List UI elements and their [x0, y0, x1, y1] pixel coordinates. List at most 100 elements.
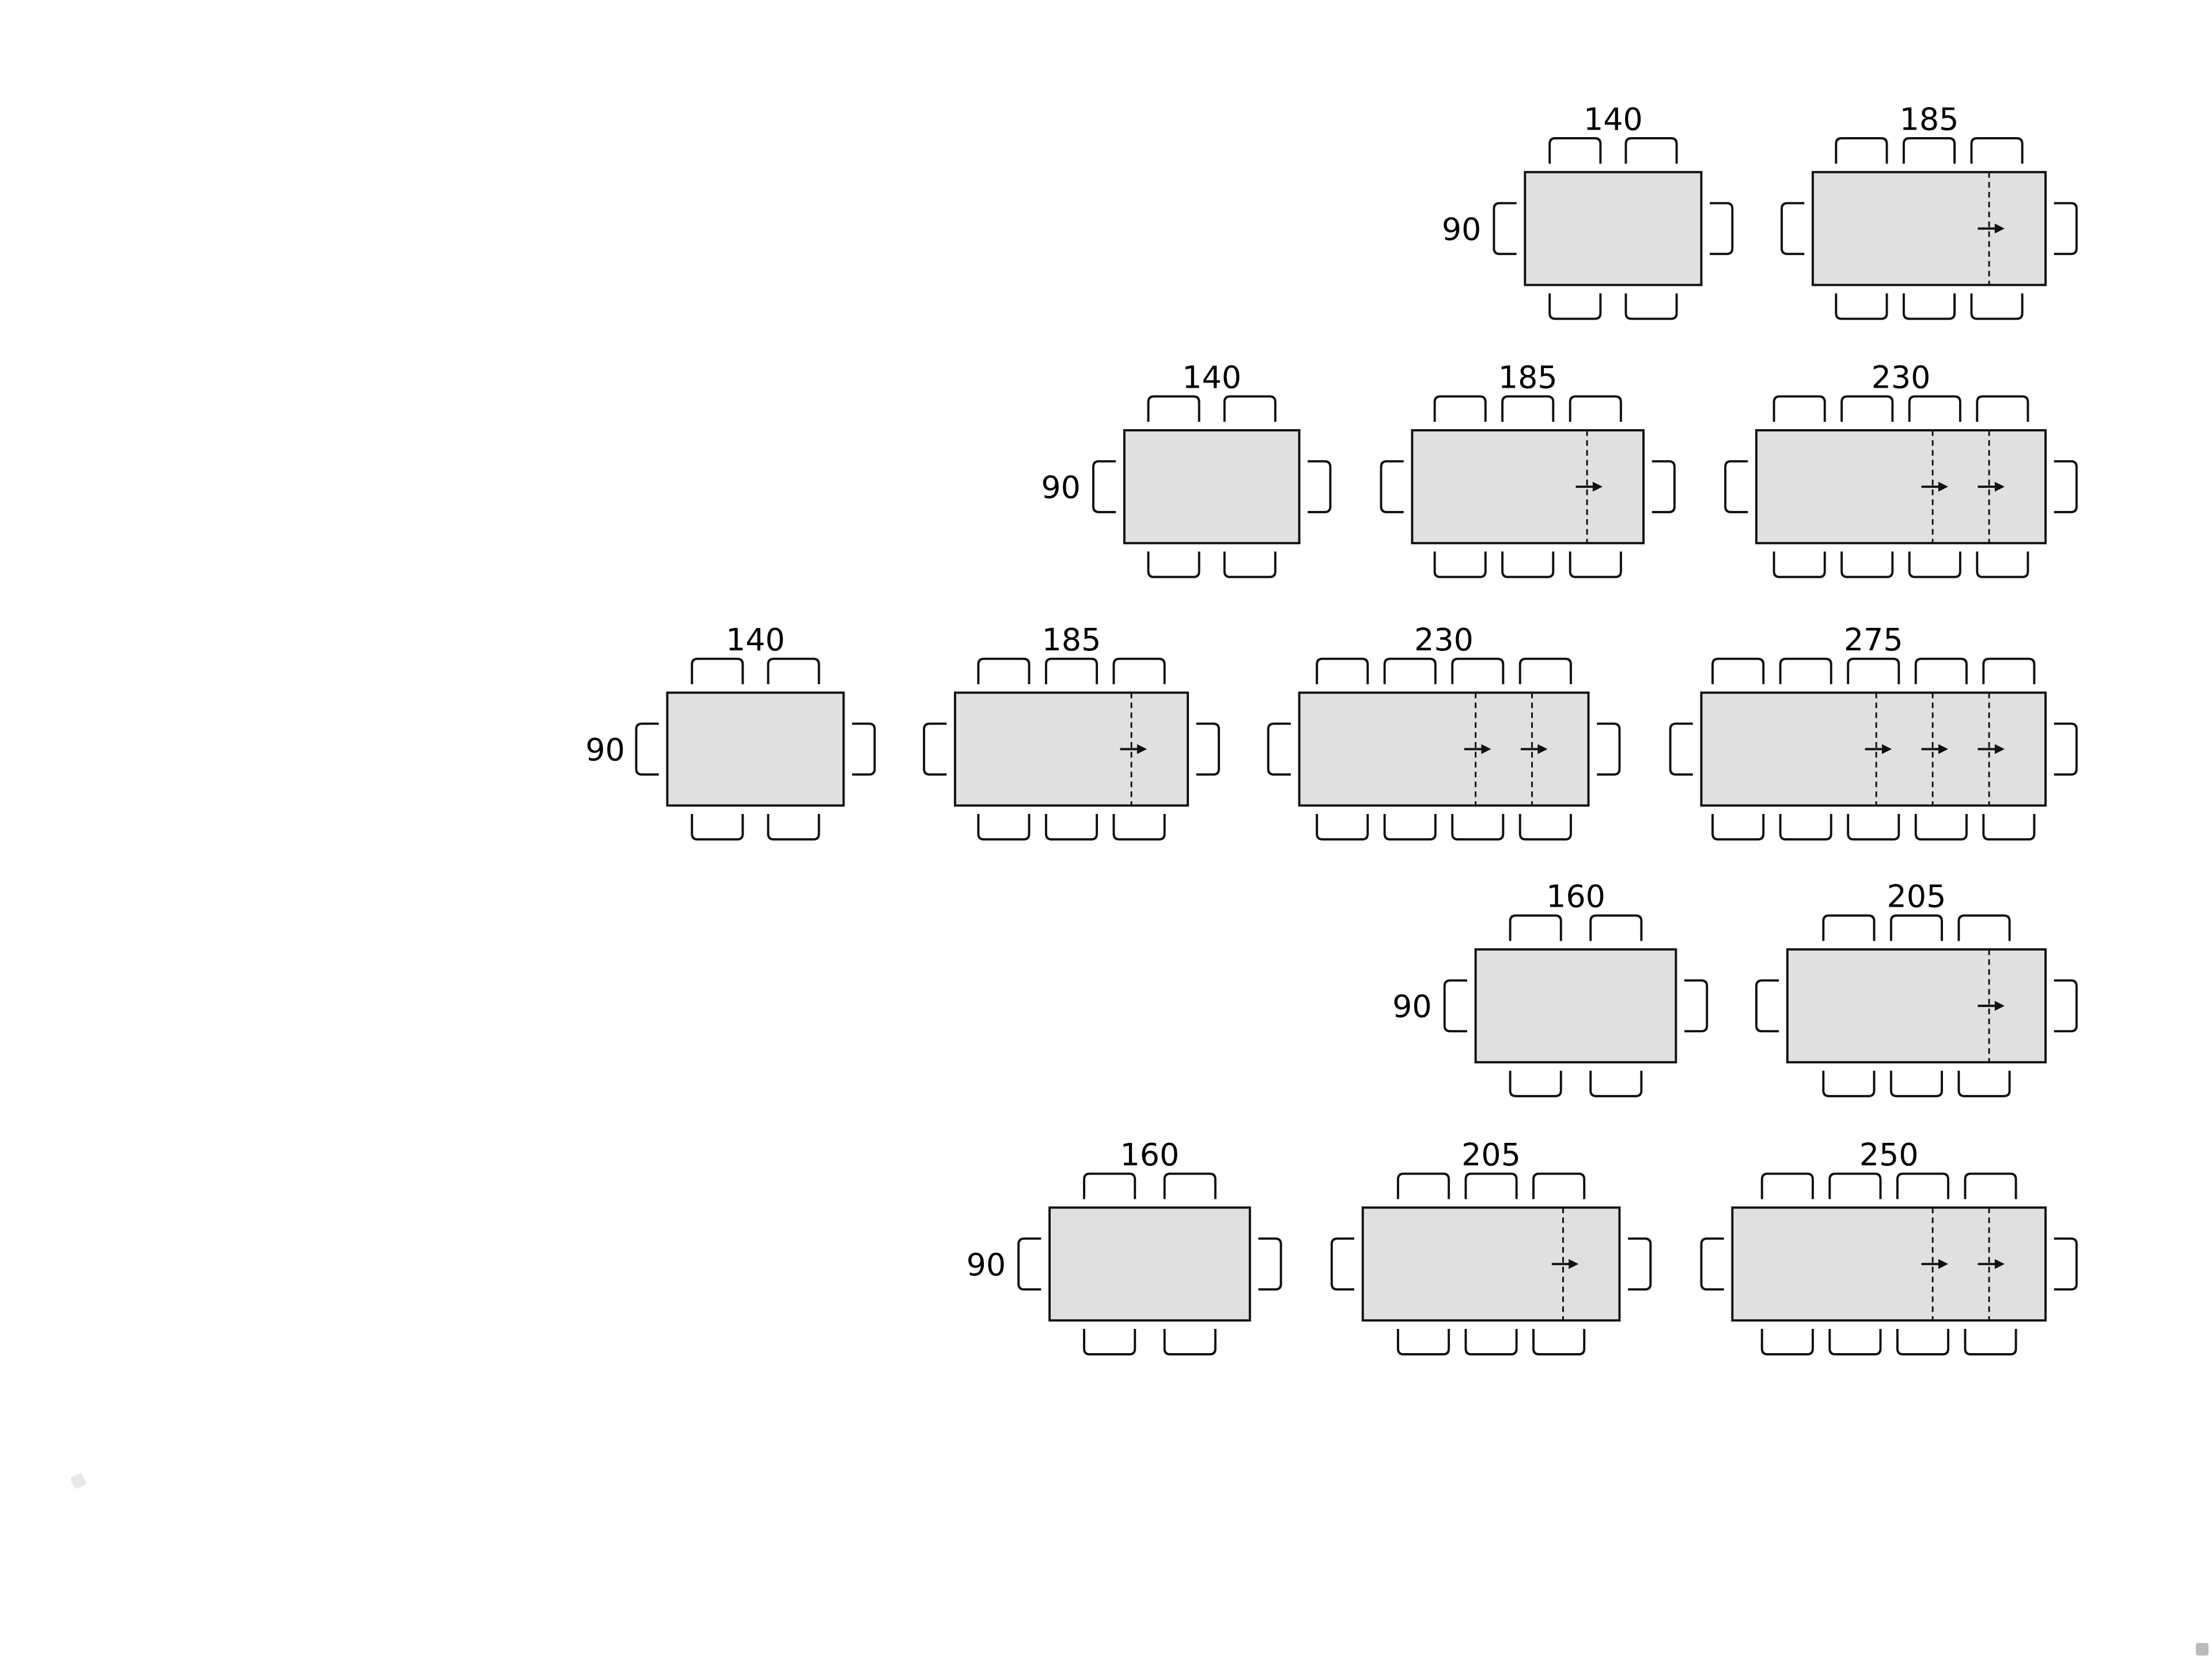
chair-icon — [1112, 657, 1166, 684]
chair-icon — [977, 814, 1031, 841]
chair-icon — [635, 722, 659, 776]
table-config: 275 — [1669, 622, 2078, 841]
table-top — [1123, 429, 1301, 544]
chair-icon — [1711, 814, 1765, 841]
table-config: 140 — [1493, 101, 1734, 320]
chair-icon — [1163, 1172, 1217, 1199]
chair-icon — [1569, 551, 1622, 578]
chair-icon — [1083, 1328, 1137, 1355]
chair-icon — [1308, 460, 1332, 513]
chair-icon — [1532, 1172, 1586, 1199]
table-config: 205 — [1755, 878, 2078, 1097]
chair-icon — [1828, 1328, 1882, 1355]
length-label: 140 — [726, 622, 785, 658]
chair-icon — [1970, 293, 2024, 320]
width-label: 90 — [1442, 211, 1482, 247]
table-config: 205 — [1330, 1137, 1652, 1355]
table-config: 160 — [1443, 878, 1709, 1097]
chair-icon — [1624, 293, 1678, 320]
table-row: 90 140 185 — [1442, 101, 2078, 320]
chair-icon — [1330, 1237, 1355, 1291]
arrow-head-icon — [1994, 744, 2005, 754]
chair-icon — [1092, 460, 1116, 513]
chair-icon — [1589, 914, 1643, 941]
chair-icon — [1518, 657, 1572, 684]
table-top — [1411, 429, 1645, 544]
chair-icon — [1451, 657, 1505, 684]
chair-icon — [1982, 814, 2036, 841]
chair-icon — [1532, 1328, 1586, 1355]
chair-icon — [767, 814, 820, 841]
length-label: 250 — [1859, 1137, 1919, 1173]
chair-icon — [1982, 657, 2036, 684]
arrow-head-icon — [1881, 744, 1892, 754]
width-label: 90 — [585, 732, 625, 768]
table-config: 160 — [1017, 1137, 1282, 1355]
chair-icon — [1896, 1328, 1949, 1355]
table-top — [1474, 948, 1677, 1064]
table-config: 185 — [923, 622, 1220, 841]
chair-icon — [1772, 395, 1826, 422]
chair-icon — [1970, 137, 2024, 164]
width-label: 90 — [967, 1247, 1006, 1283]
chair-icon — [1781, 202, 1805, 255]
chair-icon — [1840, 395, 1894, 422]
chair-icon — [1684, 979, 1709, 1033]
chair-icon — [1396, 1172, 1450, 1199]
table-config: 140 — [635, 622, 876, 841]
chair-icon — [1822, 1070, 1876, 1097]
chair-icon — [1755, 979, 1779, 1033]
chair-icon — [1443, 979, 1467, 1033]
chair-icon — [2054, 722, 2078, 776]
chair-icon — [1914, 657, 1968, 684]
chair-icon — [2054, 460, 2078, 513]
chair-icon — [1044, 814, 1099, 841]
chair-icon — [1223, 551, 1277, 578]
table-config: 230 — [1724, 359, 2078, 578]
chair-icon — [977, 657, 1031, 684]
chair-icon — [1258, 1237, 1282, 1291]
chair-icon — [1957, 1070, 2011, 1097]
chair-icon — [1840, 551, 1894, 578]
chair-icon — [1779, 657, 1832, 684]
chair-icon — [691, 657, 744, 684]
chair-icon — [1433, 551, 1487, 578]
chair-icon — [1835, 137, 1888, 164]
chair-icon — [1889, 1070, 1943, 1097]
arrow-head-icon — [1537, 744, 1548, 754]
chair-icon — [691, 814, 744, 841]
table-top — [954, 691, 1189, 807]
chair-icon — [1569, 395, 1622, 422]
chair-icon — [1779, 814, 1832, 841]
table-top — [1524, 171, 1703, 286]
table-config: 140 — [1092, 359, 1332, 578]
table-config: 230 — [1267, 622, 1621, 841]
chair-icon — [923, 722, 947, 776]
table-config: 185 — [1781, 101, 2078, 320]
chair-icon — [1902, 293, 1956, 320]
arrow-head-icon — [1994, 482, 2005, 492]
chair-icon — [1451, 814, 1505, 841]
table-top — [1361, 1206, 1621, 1322]
chair-icon — [1724, 460, 1748, 513]
chair-icon — [1822, 914, 1876, 941]
arrow-head-icon — [1938, 744, 1949, 754]
width-label: 90 — [1041, 469, 1081, 505]
arrow-head-icon — [1938, 1259, 1949, 1269]
length-label: 185 — [1042, 622, 1101, 658]
chair-icon — [1147, 395, 1200, 422]
chair-icon — [1501, 395, 1555, 422]
chair-icon — [1908, 395, 1961, 422]
chair-icon — [1628, 1237, 1652, 1291]
chair-icon — [1964, 1328, 2017, 1355]
corner-logo-icon — [2196, 1643, 2209, 1656]
chair-icon — [1711, 657, 1765, 684]
chair-icon — [1518, 814, 1572, 841]
table-top — [1048, 1206, 1251, 1322]
length-label: 185 — [1900, 101, 1959, 137]
chair-icon — [1493, 202, 1517, 255]
